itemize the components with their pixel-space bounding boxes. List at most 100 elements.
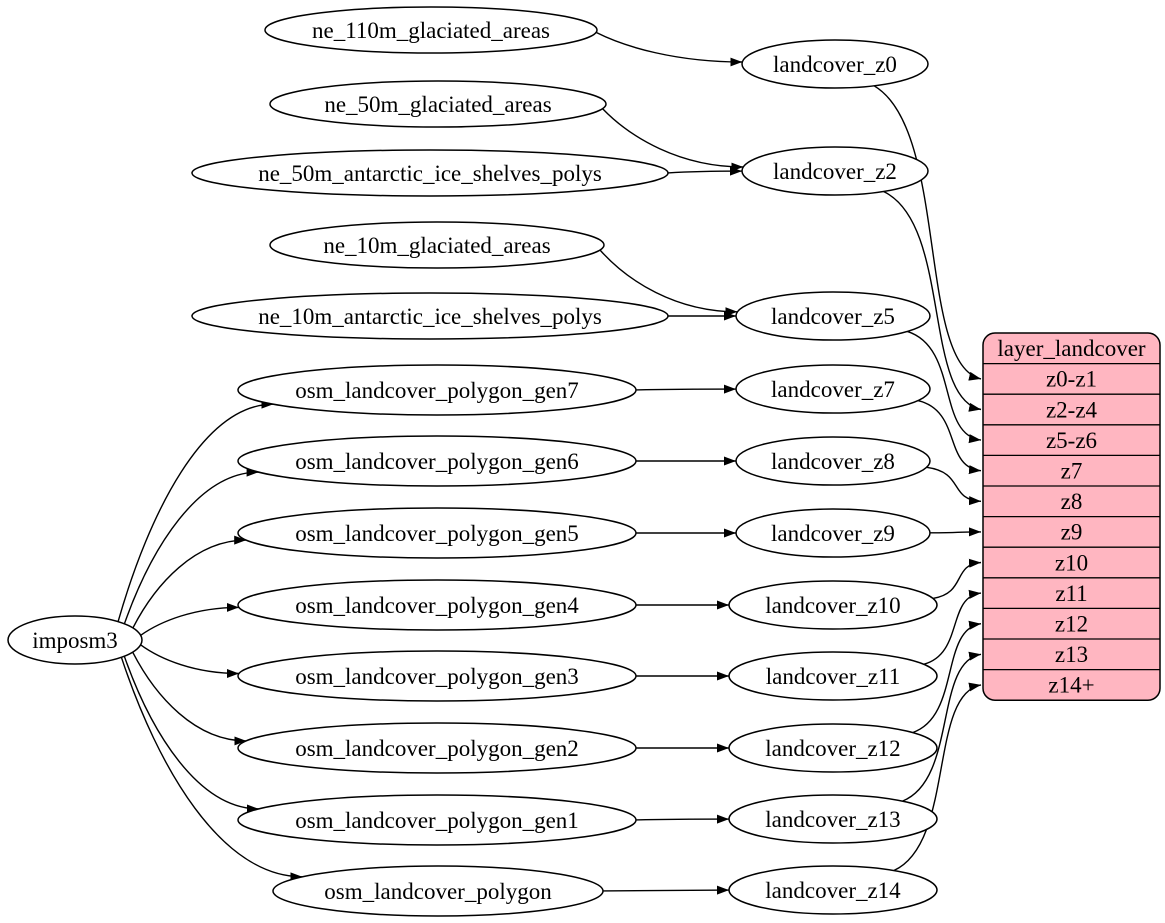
node-landcover_z7: landcover_z7	[735, 364, 931, 414]
node-label-osm_landcover_polygon_gen3: osm_landcover_polygon_gen3	[295, 664, 579, 689]
node-ellipse-ne_10m_antarctic_ice_shelves_polys	[191, 292, 669, 340]
node-ellipse-landcover_z0	[741, 39, 929, 89]
node-landcover_z13: landcover_z13	[728, 794, 938, 844]
edge-osm_landcover_polygon_gen7-to-landcover_z7	[635, 384, 737, 394]
edge-landcover_z10-to-row-z10	[932, 558, 982, 600]
node-ellipse-imposm3	[7, 615, 143, 665]
node-ellipse-osm_landcover_polygon	[272, 865, 604, 917]
edge-imposm3-to-osm_landcover_polygon_gen3	[140, 644, 240, 678]
table-title: layer_landcover	[997, 336, 1145, 361]
node-ne_50m_antarctic_ice_shelves_polys: ne_50m_antarctic_ice_shelves_polys	[191, 149, 669, 197]
edge-ne_50m_antarctic_ice_shelves_polys-to-landcover_z2	[667, 166, 743, 176]
edge-imposm3-to-osm_landcover_polygon_gen5	[132, 535, 247, 629]
edge-ne_110m_glaciated_areas-to-landcover_z0	[595, 31, 743, 67]
node-imposm3: imposm3	[7, 615, 143, 665]
node-label-ne_50m_antarctic_ice_shelves_polys: ne_50m_antarctic_ice_shelves_polys	[258, 161, 602, 186]
node-ellipse-landcover_z12	[728, 723, 938, 773]
edge-ne_10m_glaciated_areas-to-landcover_z5	[599, 249, 738, 317]
node-ne_10m_glaciated_areas: ne_10m_glaciated_areas	[269, 221, 605, 269]
table-row-label-z7: z7	[1061, 459, 1083, 484]
edge-ne_50m_glaciated_areas-to-landcover_z2	[601, 108, 744, 172]
node-label-ne_110m_glaciated_areas: ne_110m_glaciated_areas	[312, 18, 550, 43]
table-layer_landcover: layer_landcover z0-z1 z2-z4 z5-z6 z7 z8 z9 z10 z…	[982, 332, 1161, 701]
table-row-label-z11: z11	[1055, 581, 1087, 606]
node-ellipse-ne_110m_glaciated_areas	[264, 6, 598, 54]
edge-landcover_z14-to-row-z14+	[893, 682, 982, 872]
edge-imposm3-to-osm_landcover_polygon_gen2	[132, 651, 247, 746]
node-label-ne_50m_glaciated_areas: ne_50m_glaciated_areas	[324, 92, 551, 117]
node-landcover_z14: landcover_z14	[728, 865, 938, 915]
table-row-label-z12: z12	[1055, 612, 1088, 637]
node-label-landcover_z13: landcover_z13	[765, 807, 900, 832]
edge-landcover_z0-to-row-z0-z1	[873, 85, 982, 381]
table-row-label-z10: z10	[1055, 550, 1088, 575]
node-osm_landcover_polygon_gen6: osm_landcover_polygon_gen6	[237, 435, 637, 487]
edge-landcover_z13-to-row-z13	[902, 651, 982, 802]
node-ne_10m_antarctic_ice_shelves_polys: ne_10m_antarctic_ice_shelves_polys	[191, 292, 669, 340]
table-row-label-z13: z13	[1055, 642, 1088, 667]
node-ellipse-osm_landcover_polygon_gen5	[237, 507, 637, 559]
node-ellipse-landcover_z10	[728, 580, 938, 630]
edge-landcover_z11-to-row-z11	[923, 589, 982, 665]
node-label-osm_landcover_polygon_gen5: osm_landcover_polygon_gen5	[295, 521, 579, 546]
node-osm_landcover_polygon_gen5: osm_landcover_polygon_gen5	[237, 507, 637, 559]
node-osm_landcover_polygon_gen2: osm_landcover_polygon_gen2	[237, 722, 637, 774]
node-ellipse-osm_landcover_polygon_gen6	[237, 435, 637, 487]
node-label-osm_landcover_polygon_gen6: osm_landcover_polygon_gen6	[295, 449, 579, 474]
node-ellipse-landcover_z13	[728, 794, 938, 844]
node-ellipse-osm_landcover_polygon_gen7	[237, 364, 637, 416]
node-ellipse-landcover_z2	[741, 146, 929, 196]
node-label-landcover_z8: landcover_z8	[771, 449, 895, 474]
node-landcover_z5: landcover_z5	[735, 291, 931, 341]
table-row-label-z2-z4: z2-z4	[1046, 397, 1098, 422]
edge-landcover_z12-to-row-z12	[912, 620, 982, 734]
node-label-landcover_z9: landcover_z9	[771, 521, 895, 546]
nodes-layer: imposm3 ne_110m_glaciated_areas ne_50m_gla…	[7, 6, 938, 917]
edge-landcover_z7-to-row-z7	[917, 399, 982, 475]
node-ellipse-osm_landcover_polygon_gen3	[237, 650, 637, 702]
node-ellipse-landcover_z7	[735, 364, 931, 414]
node-label-landcover_z2: landcover_z2	[773, 159, 897, 184]
node-label-landcover_z12: landcover_z12	[765, 736, 900, 761]
edge-landcover_z9-to-row-z9	[929, 527, 982, 537]
edge-imposm3-to-osm_landcover_polygon	[120, 657, 303, 882]
node-ellipse-landcover_z9	[735, 508, 931, 558]
node-label-osm_landcover_polygon_gen7: osm_landcover_polygon_gen7	[295, 378, 579, 403]
node-label-osm_landcover_polygon_gen1: osm_landcover_polygon_gen1	[295, 808, 579, 833]
node-label-landcover_z7: landcover_z7	[771, 377, 895, 402]
node-label-ne_10m_glaciated_areas: ne_10m_glaciated_areas	[323, 233, 550, 258]
table-layer: layer_landcover z0-z1 z2-z4 z5-z6 z7 z8 z9 z10 z…	[982, 332, 1161, 701]
node-landcover_z2: landcover_z2	[741, 146, 929, 196]
node-osm_landcover_polygon_gen4: osm_landcover_polygon_gen4	[237, 579, 637, 631]
node-label-osm_landcover_polygon: osm_landcover_polygon	[324, 879, 552, 904]
node-ellipse-landcover_z14	[728, 865, 938, 915]
node-landcover_z11: landcover_z11	[728, 651, 938, 701]
node-landcover_z8: landcover_z8	[735, 436, 931, 486]
table-row-label-z0-z1: z0-z1	[1046, 367, 1097, 392]
edge-osm_landcover_polygon_gen1-to-landcover_z13	[635, 814, 730, 824]
node-label-landcover_z0: landcover_z0	[773, 52, 897, 77]
edge-imposm3-to-osm_landcover_polygon_gen6	[123, 467, 259, 625]
table-row-label-z5-z6: z5-z6	[1046, 428, 1097, 453]
node-ellipse-osm_landcover_polygon_gen2	[237, 722, 637, 774]
node-ellipse-ne_50m_glaciated_areas	[269, 80, 607, 128]
node-ellipse-osm_landcover_polygon_gen4	[237, 579, 637, 631]
table-row-label-z8: z8	[1061, 489, 1083, 514]
node-ellipse-ne_10m_glaciated_areas	[269, 221, 605, 269]
edge-imposm3-to-osm_landcover_polygon_gen1	[123, 655, 259, 814]
node-osm_landcover_polygon: osm_landcover_polygon	[272, 865, 604, 917]
edge-landcover_z2-to-row-z2-z4	[883, 190, 982, 412]
node-label-landcover_z10: landcover_z10	[765, 593, 900, 618]
table-row-label-z9: z9	[1061, 520, 1083, 545]
node-landcover_z0: landcover_z0	[741, 39, 929, 89]
node-label-osm_landcover_polygon_gen2: osm_landcover_polygon_gen2	[295, 736, 579, 761]
node-ellipse-ne_50m_antarctic_ice_shelves_polys	[191, 149, 669, 197]
node-landcover_z10: landcover_z10	[728, 580, 938, 630]
node-label-landcover_z5: landcover_z5	[771, 304, 895, 329]
edge-imposm3-to-osm_landcover_polygon_gen7	[117, 399, 274, 622]
node-label-imposm3: imposm3	[32, 628, 118, 653]
node-osm_landcover_polygon_gen1: osm_landcover_polygon_gen1	[237, 794, 637, 846]
node-landcover_z12: landcover_z12	[728, 723, 938, 773]
